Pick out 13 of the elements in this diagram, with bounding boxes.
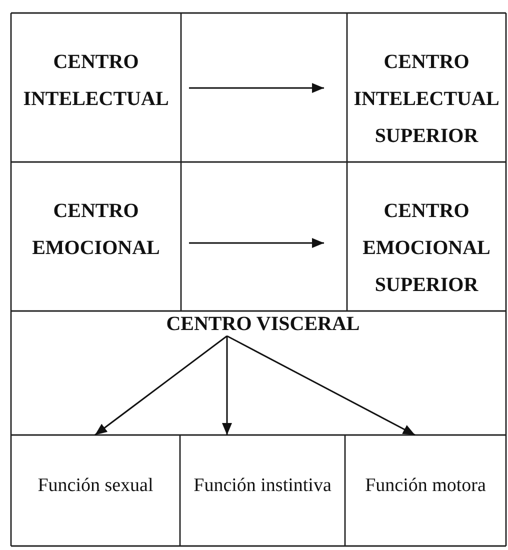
cell-text: CENTRO INTELECTUAL [22,50,170,112]
node-label: CENTRO VISCERAL [166,312,360,336]
arrow [189,83,324,93]
cell-text: Función instintiva [192,474,332,498]
arrow [222,336,232,435]
arrow [226,335,416,436]
cell-text: CENTRO INTELECTUAL SUPERIOR [352,50,500,149]
cell-text: CENTRO EMOCIONAL SUPERIOR [362,199,492,298]
cell-text: Función sexual [36,474,154,498]
cell-text: Función motora [364,474,487,498]
arrow [189,238,324,248]
cell-text: CENTRO EMOCIONAL [31,199,161,261]
arrow [94,335,228,436]
